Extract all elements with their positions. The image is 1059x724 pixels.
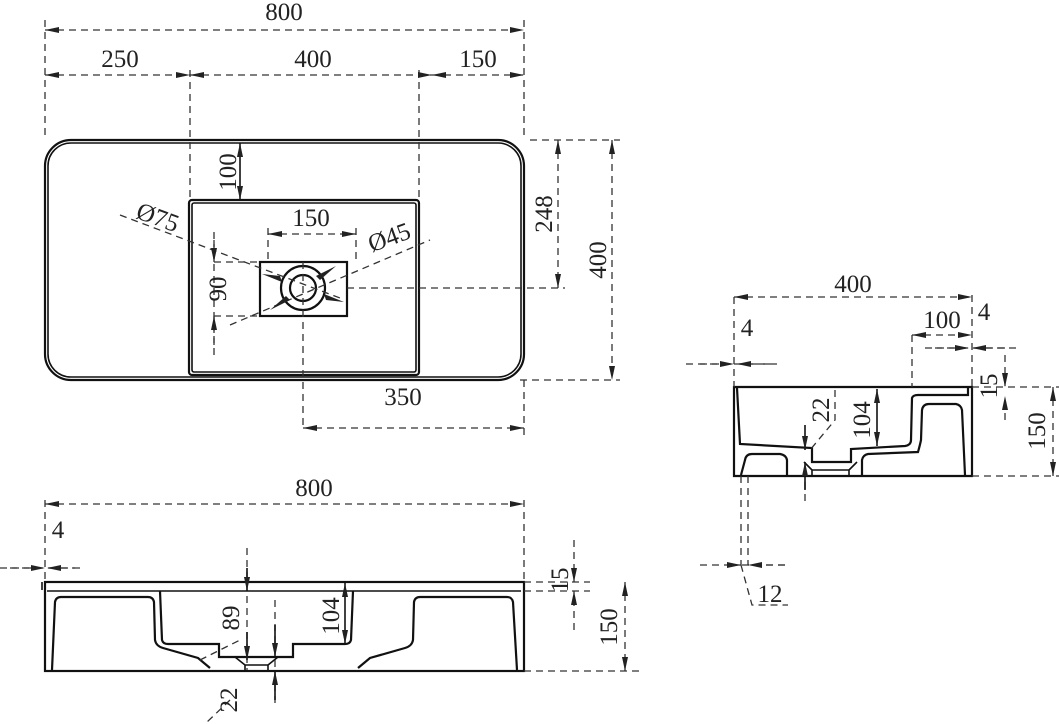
dim-top-left-offset: 250 [101, 46, 139, 73]
dim-top-right-offset: 150 [459, 46, 497, 73]
top-view: 800 250 400 150 100 150 90 Ø75 Ø45 248 4… [43, 0, 620, 435]
dim-side-shelf: 100 [923, 307, 961, 334]
front-view: 800 4 15 150 104 89 22 [0, 475, 640, 724]
basin-outline [43, 138, 526, 382]
dim-side-rim: 15 [976, 374, 1003, 399]
dim-front-bowl-depth: 104 [318, 597, 345, 635]
dim-side-drain-step: 22 [808, 398, 835, 423]
dim-outer-diameter: Ø75 [133, 198, 183, 238]
dim-side-left-wall: 4 [741, 315, 754, 342]
dim-front-wall: 4 [52, 517, 65, 544]
dim-drain-to-right: 350 [384, 384, 422, 411]
dim-side-overall-depth: 400 [834, 271, 872, 298]
dim-side-bowl-depth: 104 [849, 401, 876, 439]
dim-front-depth-to-step: 89 [218, 606, 245, 631]
dim-drain-box-width: 150 [292, 205, 330, 232]
dim-drain-center-depth: 248 [531, 195, 558, 233]
dim-front-rim: 15 [547, 568, 574, 593]
side-view: 400 4 100 4 15 150 104 22 12 [686, 271, 1059, 608]
dim-top-basin-width: 400 [294, 46, 332, 73]
dim-front-height: 150 [596, 608, 623, 646]
dim-side-foot: 12 [758, 581, 783, 608]
dim-front-drain-step: 22 [216, 688, 243, 713]
dim-side-right-wall: 4 [978, 299, 991, 326]
dim-top-overall-depth: 400 [585, 241, 612, 279]
dim-drain-box-height: 90 [205, 277, 232, 302]
dim-top-overall-width: 800 [265, 0, 303, 26]
dim-inner-diameter: Ø45 [365, 218, 415, 258]
dim-top-offset: 100 [215, 153, 242, 191]
front-outline [43, 580, 526, 673]
dim-side-height: 150 [1024, 412, 1051, 450]
dim-front-overall-width: 800 [295, 475, 333, 502]
